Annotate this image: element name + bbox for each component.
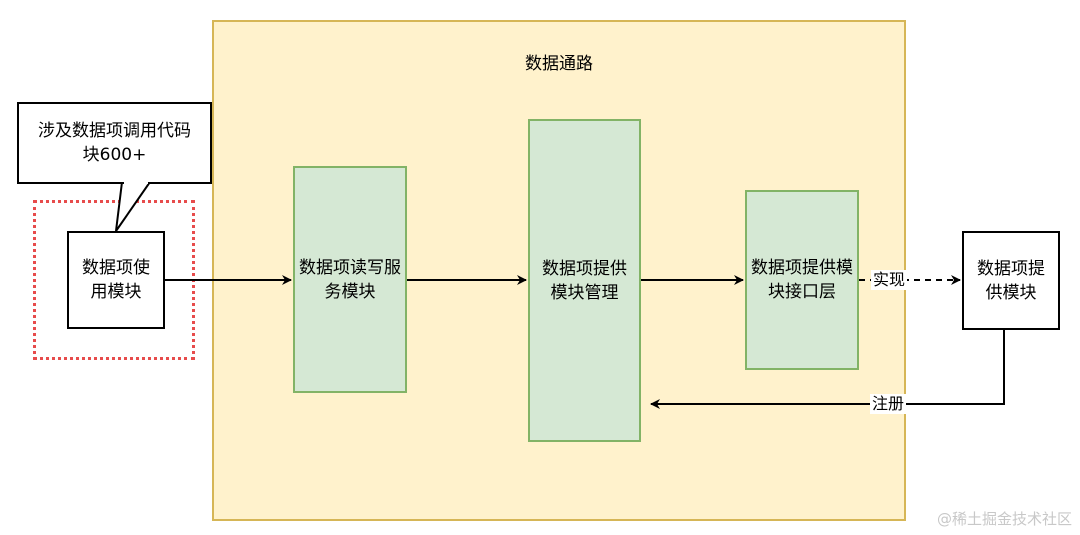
callout-box: 涉及数据项调用代码块600+ xyxy=(17,102,212,184)
callout-text: 涉及数据项调用代码块600+ xyxy=(38,121,191,165)
watermark: @稀土掘金技术社区 xyxy=(936,510,1072,528)
data-path-title: 数据通路 xyxy=(525,53,593,74)
node-rw-service-label: 数据项读写服务模块 xyxy=(299,257,401,302)
node-provider-mgmt: 数据项提供模块管理 xyxy=(528,119,641,442)
node-provider-module-label: 数据项提供模块 xyxy=(977,258,1045,303)
node-provider-mgmt-label: 数据项提供模块管理 xyxy=(542,258,627,303)
node-rw-service: 数据项读写服务模块 xyxy=(293,166,407,393)
callout-seam xyxy=(124,181,148,184)
edge-label-implement: 实现 xyxy=(871,270,908,290)
node-user-module-label: 数据项使用模块 xyxy=(82,258,150,302)
callout-tail xyxy=(115,181,152,232)
edge-register xyxy=(650,330,1005,409)
edge-label-register: 注册 xyxy=(870,394,907,414)
node-provider-interface: 数据项提供模块接口层 xyxy=(745,190,859,370)
node-provider-interface-label: 数据项提供模块接口层 xyxy=(751,258,853,302)
node-user-module: 数据项使用模块 xyxy=(67,231,165,329)
node-provider-module: 数据项提供模块 xyxy=(962,231,1060,330)
